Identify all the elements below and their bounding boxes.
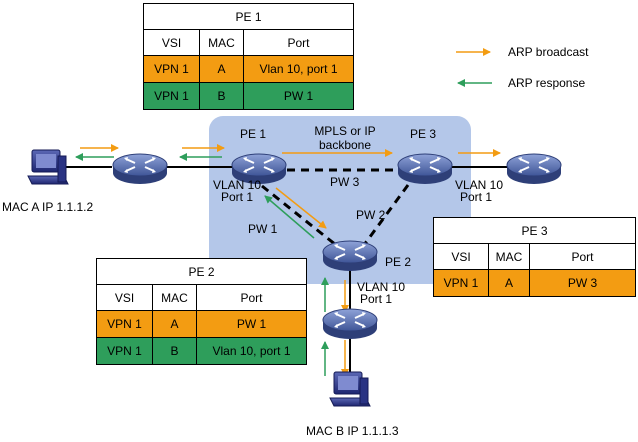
table-title: PE 3 bbox=[433, 217, 636, 244]
host-a-label: MAC A IP 1.1.1.2 bbox=[2, 200, 94, 214]
column-header: MAC bbox=[199, 29, 244, 56]
port-cell: Vlan 10, port 1 bbox=[243, 55, 354, 83]
host-a-pc-icon bbox=[27, 149, 69, 185]
pw3-label: PW 3 bbox=[330, 175, 360, 189]
column-header: MAC bbox=[152, 284, 197, 311]
mac-cell: A bbox=[199, 55, 244, 83]
mac-cell: B bbox=[152, 337, 197, 365]
table-row: VPN 1 A PW 1 bbox=[96, 310, 307, 338]
vsi-cell: VPN 1 bbox=[96, 337, 153, 365]
pe2-label: PE 2 bbox=[385, 255, 412, 269]
pw2-label: PW 2 bbox=[356, 208, 386, 222]
column-header: VSI bbox=[143, 29, 200, 56]
mac-cell: B bbox=[199, 82, 244, 110]
pe3-label: PE 3 bbox=[410, 127, 437, 141]
mac-cell: A bbox=[152, 310, 197, 338]
host-b-pc-icon bbox=[329, 371, 371, 407]
column-header: Port bbox=[196, 284, 307, 311]
ce-router-a-icon bbox=[112, 153, 168, 185]
backbone-label: MPLS or IP backbone bbox=[314, 124, 376, 152]
pe2-mac-table: PE 2 VSI MAC Port VPN 1 A PW 1 VPN 1 B V… bbox=[96, 258, 307, 365]
vsi-cell: VPN 1 bbox=[433, 269, 489, 297]
port-cell: PW 1 bbox=[243, 82, 354, 110]
pe3-mac-table: PE 3 VSI MAC Port VPN 1 A PW 3 bbox=[433, 217, 636, 297]
pe2-port-label: Port 1 bbox=[360, 292, 393, 306]
column-header: VSI bbox=[433, 243, 489, 270]
pe2-vlan-label: VLAN 10 bbox=[357, 280, 406, 294]
ce-router-b-icon bbox=[322, 308, 378, 340]
port-cell: PW 3 bbox=[529, 269, 636, 297]
column-header: Port bbox=[529, 243, 636, 270]
pw2-line bbox=[362, 184, 410, 246]
pe1-label: PE 1 bbox=[240, 127, 267, 141]
pe2-router-icon bbox=[322, 240, 378, 272]
table-title: PE 1 bbox=[143, 3, 354, 30]
table-row: VPN 1 B PW 1 bbox=[143, 82, 354, 110]
port-cell: PW 1 bbox=[196, 310, 307, 338]
pw1-line bbox=[261, 184, 337, 247]
pe3-port-label: Port 1 bbox=[460, 190, 493, 204]
host-b-label: MAC B IP 1.1.1.3 bbox=[306, 424, 399, 438]
pw1-label: PW 1 bbox=[248, 222, 278, 236]
pe1-port-label: Port 1 bbox=[221, 190, 254, 204]
vsi-cell: VPN 1 bbox=[96, 310, 153, 338]
column-header: Port bbox=[243, 29, 354, 56]
legend-broadcast-label: ARP broadcast bbox=[508, 45, 589, 59]
pe1-vlan-label: VLAN 10 bbox=[213, 178, 262, 192]
table-row: VPN 1 B Vlan 10, port 1 bbox=[96, 337, 307, 365]
vsi-cell: VPN 1 bbox=[143, 82, 200, 110]
pe3-vlan-label: VLAN 10 bbox=[455, 178, 504, 192]
pe1-mac-table: PE 1 VSI MAC Port VPN 1 A Vlan 10, port … bbox=[143, 3, 354, 110]
table-row: VPN 1 A Vlan 10, port 1 bbox=[143, 55, 354, 83]
table-title: PE 2 bbox=[96, 258, 307, 285]
pe3-router-icon bbox=[397, 153, 453, 185]
arp-broadcast-arrow bbox=[275, 187, 327, 229]
arp-response-arrow bbox=[264, 195, 315, 239]
table-row: VPN 1 A PW 3 bbox=[433, 269, 636, 297]
mac-cell: A bbox=[488, 269, 530, 297]
vsi-cell: VPN 1 bbox=[143, 55, 200, 83]
legend-response-label: ARP response bbox=[508, 76, 586, 90]
ce-router-c-icon bbox=[506, 153, 562, 185]
column-header: MAC bbox=[488, 243, 530, 270]
column-header: VSI bbox=[96, 284, 153, 311]
port-cell: Vlan 10, port 1 bbox=[196, 337, 307, 365]
